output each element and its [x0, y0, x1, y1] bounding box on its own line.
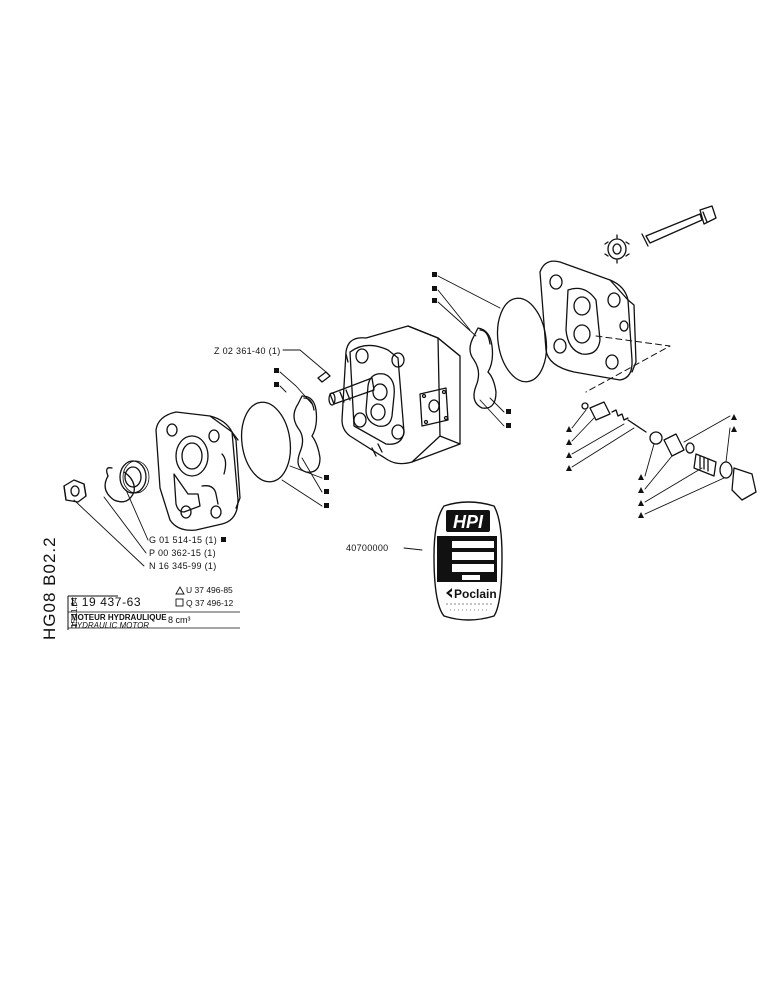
triangle-marker: [638, 487, 644, 493]
triangle-marker: [566, 426, 572, 432]
title-block-frame: [67, 586, 240, 630]
part-ref-key: Z 02 361-40 (1): [214, 346, 281, 356]
square-marker: [324, 475, 329, 480]
nameplate-logo-box: [446, 510, 490, 532]
sheet-code: HG08 B02.2: [40, 470, 66, 640]
gasket-rear: [469, 327, 497, 409]
square-marker: [324, 503, 329, 508]
square-marker: [274, 382, 279, 387]
square-marker: [506, 423, 511, 428]
square-marker: [432, 272, 437, 277]
shaft-key: [317, 371, 331, 383]
square-marker: [221, 537, 226, 542]
sheet-code-a: HG08: [40, 591, 59, 640]
title-french: MOTEUR HYDRAULIQUE: [71, 613, 167, 622]
o-ring-front: [240, 401, 292, 483]
triangle-marker: [566, 465, 572, 471]
retaining-ring: [104, 467, 135, 503]
part-ref-ring: G 01 514-15 (1): [149, 535, 217, 545]
triangle-marker: [638, 512, 644, 518]
variant-square: Q 37 496-12: [186, 598, 234, 608]
relief-valve-parts: [581, 401, 757, 501]
rear-cover: [539, 260, 637, 381]
triangle-marker: [731, 426, 737, 432]
square-marker: [432, 286, 437, 291]
assembly-guide-line: [585, 335, 671, 393]
square-outline-icon: [175, 598, 184, 607]
triangle-marker: [566, 439, 572, 445]
drawing-number: L 19 437-63: [71, 595, 142, 609]
triangle-marker: [566, 452, 572, 458]
part-ref-nut: N 16 345-99 (1): [149, 561, 217, 571]
motor-shaft: [328, 377, 375, 406]
long-bolt: [641, 205, 717, 247]
front-flange: [155, 411, 241, 531]
nameplate-brand: Poclain: [454, 587, 497, 601]
leader-lines: [73, 275, 731, 567]
nameplate-logo: HPI: [453, 512, 484, 532]
triangle-marker: [638, 474, 644, 480]
part-ref-washer: P 00 362-15 (1): [149, 548, 216, 558]
o-ring-rear: [496, 297, 548, 383]
variant-triangle: U 37 496-85: [186, 585, 233, 595]
part-ref-nameplate: 40700000: [346, 543, 388, 553]
square-marker: [324, 489, 329, 494]
shaft-nut: [63, 479, 87, 503]
motor-body: [341, 325, 461, 465]
gasket-front: [293, 395, 321, 473]
triangle-marker: [731, 414, 737, 420]
square-marker: [432, 298, 437, 303]
square-marker: [274, 368, 279, 373]
sheet-code-b: B02.2: [40, 536, 59, 586]
triangle-marker: [638, 500, 644, 506]
poclain-chevron-icon: [446, 588, 452, 598]
square-marker: [506, 409, 511, 414]
triangle-outline-icon: [175, 586, 185, 595]
title-english: HYDRAULIC MOTOR: [71, 621, 150, 630]
lock-washer: [604, 234, 630, 264]
nameplate: HPI Poclain: [433, 501, 503, 621]
displacement: 8 cm³: [168, 615, 191, 625]
